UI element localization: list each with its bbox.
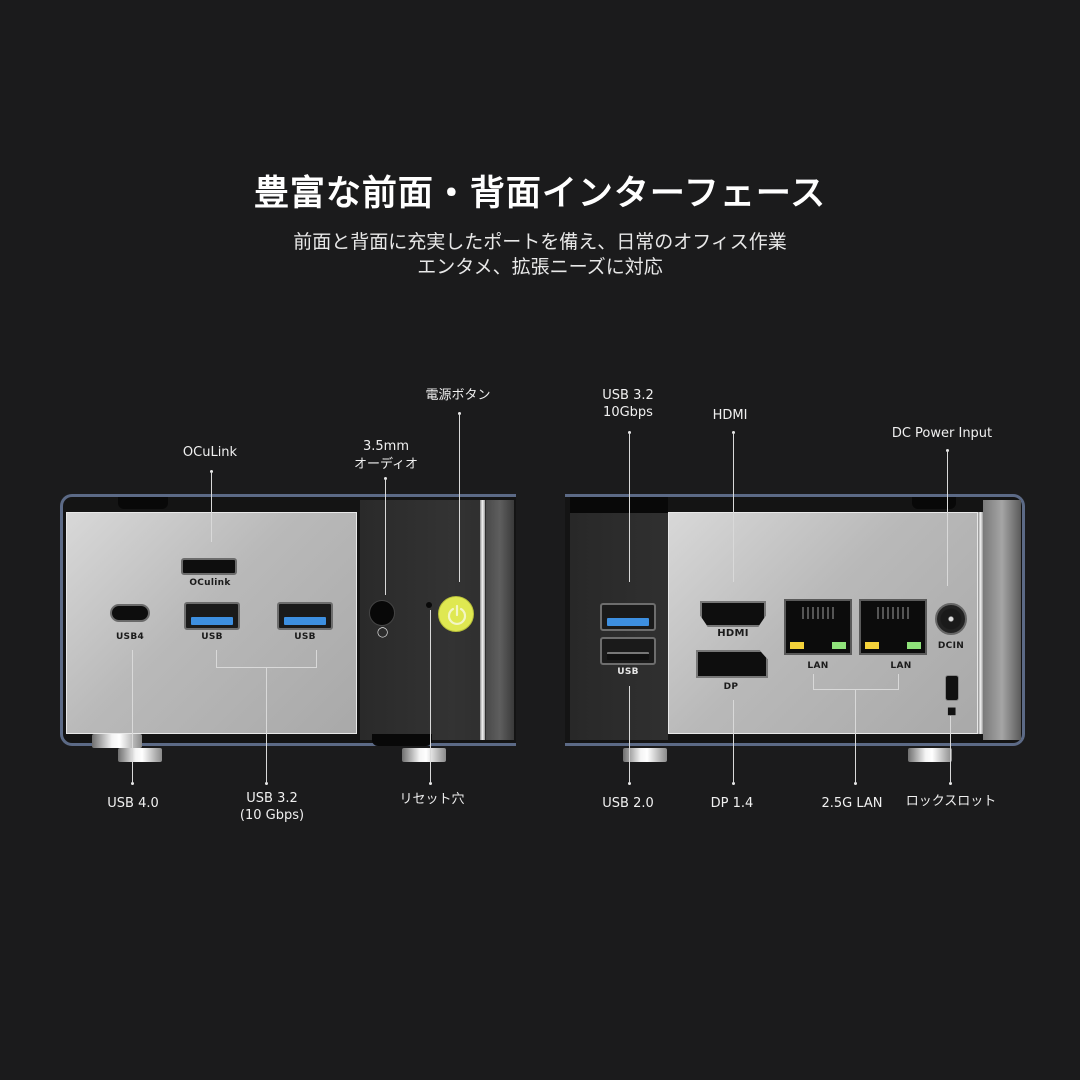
usb20-rear-port (600, 637, 656, 665)
lock-icon: ■ (947, 706, 957, 717)
callout-dot (458, 412, 461, 415)
front-top-notch (118, 497, 168, 509)
usb-a-port-2 (277, 602, 333, 630)
displayport-port (696, 650, 768, 678)
callout-dot (384, 477, 387, 480)
callout-usb40: USB 4.0 (107, 796, 159, 811)
rear-edge-highlight (978, 512, 983, 734)
audio-jack (369, 600, 395, 626)
leader-line-dc (947, 451, 948, 586)
lan-port-1-label: LAN (807, 661, 829, 671)
front-foot-right-lower (402, 748, 446, 762)
callout-audio-line2: オーディオ (353, 457, 419, 472)
leader-line-usb20 (629, 686, 630, 782)
leader-line-usb32 (266, 667, 267, 782)
hdmi-port (700, 601, 766, 627)
callout-dot (131, 782, 134, 785)
lan-port-2-label: LAN (890, 661, 912, 671)
leader-line-power (459, 414, 460, 582)
usb-a-port-2-label: USB (294, 632, 316, 642)
dp-port-label: DP (723, 682, 739, 692)
front-bottom-notch (372, 734, 432, 746)
rear-foot-right (908, 748, 952, 762)
callout-oculink: OCuLink (182, 445, 238, 460)
rear-foot-left (623, 748, 667, 762)
leader-line-dp (733, 700, 734, 782)
page-title: 豊富な前面・背面インターフェース (253, 174, 827, 214)
callout-usb20: USB 2.0 (602, 796, 654, 811)
usb4-port (110, 604, 150, 622)
oculink-port-label: OCulink (189, 578, 231, 588)
front-foot-left (92, 734, 142, 748)
dcin-label: DCIN (937, 641, 965, 651)
bracket-left (216, 650, 217, 667)
reset-hole (426, 602, 432, 608)
kensington-lock-slot (945, 675, 959, 701)
callout-lan: 2.5G LAN (821, 796, 883, 811)
oculink-port (181, 558, 237, 575)
callout-dot (732, 431, 735, 434)
front-side-plate (486, 500, 514, 740)
rear-top-band (570, 497, 668, 513)
callout-rear-usb32-line1: USB 3.2 (602, 388, 654, 403)
callout-audio-line1: 3.5mm (362, 439, 409, 454)
leader-line-lan (855, 689, 856, 782)
usb-a-port-1 (184, 602, 240, 630)
headphone-icon: ◯ (377, 627, 389, 638)
callout-rear-usb32-line2: 10Gbps (603, 405, 653, 420)
callout-dc-power: DC Power Input (891, 426, 993, 441)
hdmi-port-label: HDMI (717, 628, 749, 639)
subtitle-line-2: エンタメ、拡張ニーズに対応 (417, 256, 663, 278)
leader-line-rear-usb32 (629, 433, 630, 582)
callout-dot (732, 782, 735, 785)
lan-bracket-left (813, 674, 814, 689)
leader-line-hdmi (733, 433, 734, 582)
lan-bracket-bar (813, 689, 899, 690)
usb-rear-label: USB (617, 667, 639, 677)
lan-port-2 (859, 599, 927, 655)
callout-dp14: DP 1.4 (710, 796, 754, 811)
callout-usb32-line1: USB 3.2 (246, 791, 298, 806)
front-foot-left-lower (118, 748, 162, 762)
leader-line-reset (430, 610, 431, 782)
callout-usb32-line2: (10 Gbps) (239, 808, 305, 823)
power-icon (447, 604, 467, 626)
callout-dot (628, 431, 631, 434)
usb32-rear-port (600, 603, 656, 631)
callout-hdmi: HDMI (712, 408, 748, 423)
usb-a-port-1-label: USB (201, 632, 223, 642)
front-edge-highlight (480, 500, 485, 740)
lan-bracket-right (898, 674, 899, 689)
callout-dot (265, 782, 268, 785)
rear-side-plate (983, 500, 1021, 740)
callout-dot (949, 782, 952, 785)
rear-top-notch (912, 497, 956, 509)
callout-dot (946, 449, 949, 452)
usb4-port-label: USB4 (115, 632, 145, 642)
leader-line-oculink (211, 472, 212, 542)
callout-power-button: 電源ボタン (425, 388, 491, 403)
leader-line-usb4 (132, 650, 133, 782)
callout-reset: リセット穴 (399, 792, 465, 807)
dc-power-jack (935, 603, 967, 635)
bracket-right (316, 650, 317, 667)
callout-dot (854, 782, 857, 785)
subtitle-line-1: 前面と背面に充実したポートを備え、日常のオフィス作業 (293, 231, 787, 253)
callout-lock-slot: ロックスロット (905, 794, 997, 809)
leader-line-audio (385, 479, 386, 595)
callout-dot (429, 782, 432, 785)
power-button[interactable] (438, 596, 474, 632)
callout-dot (210, 470, 213, 473)
leader-line-lock (950, 716, 951, 782)
lan-port-1 (784, 599, 852, 655)
callout-dot (628, 782, 631, 785)
